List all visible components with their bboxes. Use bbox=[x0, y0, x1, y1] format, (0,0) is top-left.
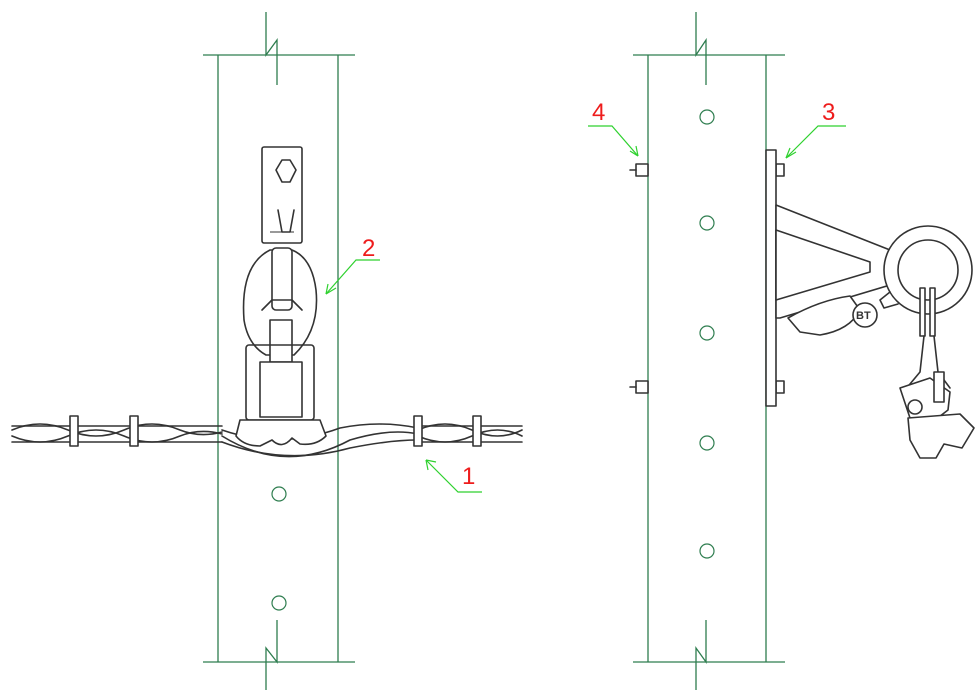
cable-tie bbox=[129, 415, 139, 447]
callout-3: 3 bbox=[785, 99, 846, 159]
callout-4: 4 bbox=[588, 99, 639, 157]
cable-bundle bbox=[11, 415, 523, 458]
left-pole bbox=[203, 12, 355, 690]
through-bolts bbox=[629, 163, 785, 394]
pole-hole bbox=[271, 486, 287, 502]
callout-number: 2 bbox=[362, 235, 375, 262]
pole-hole bbox=[699, 215, 715, 231]
bracket-marking: BT bbox=[856, 310, 871, 322]
pole-hole bbox=[271, 595, 287, 611]
suspension-clamp bbox=[235, 146, 327, 447]
hanging-clamp bbox=[899, 287, 975, 459]
callout-number: 1 bbox=[462, 463, 475, 490]
right-pole bbox=[633, 12, 785, 690]
pole-hole bbox=[699, 435, 715, 451]
pole-hole bbox=[699, 325, 715, 341]
cable-tie bbox=[413, 415, 423, 447]
pole-hole bbox=[699, 109, 715, 125]
bracket-backplate bbox=[765, 149, 777, 407]
bt-stamp bbox=[852, 302, 878, 328]
callout-2: 2 bbox=[325, 235, 380, 295]
callout-number: 4 bbox=[592, 99, 605, 126]
bracket-arm: BT bbox=[775, 204, 973, 336]
cable-tie bbox=[69, 415, 79, 447]
pole-hole bbox=[699, 543, 715, 559]
callout-number: 3 bbox=[822, 99, 835, 126]
callout-1: 1 bbox=[425, 459, 482, 493]
cable-tie bbox=[472, 415, 482, 447]
